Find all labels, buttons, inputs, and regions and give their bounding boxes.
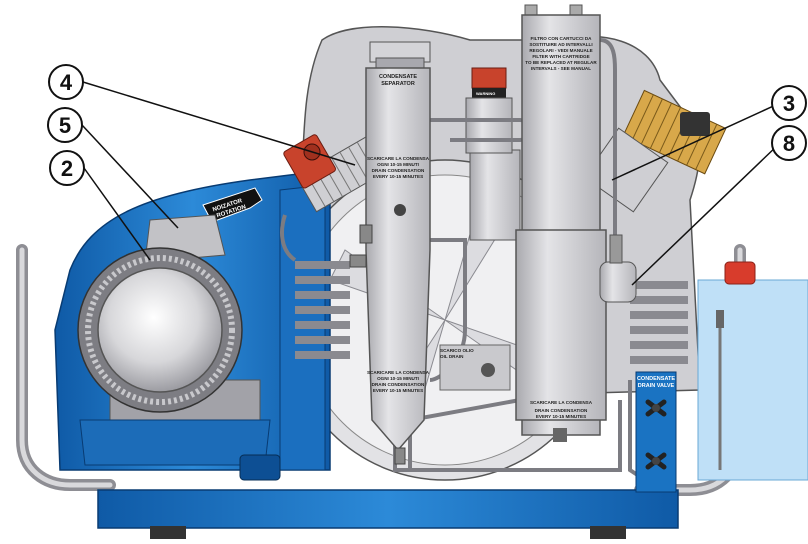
base-rail [97, 489, 679, 539]
condensate-valve-body [599, 234, 637, 303]
callout-2: 2 [49, 150, 85, 186]
drain-valve-knob-lower[interactable] [645, 452, 667, 470]
sep-drain-top-1: SCARICARE LA CONDENSA [367, 156, 430, 161]
sep-drain-bottom-4: EVERY 10-15 MINUTES [373, 388, 423, 393]
filter-text-2: SOSTITUIRE AD INTERVALLI [529, 42, 592, 47]
callout-3-label: 3 [783, 91, 795, 116]
filter-drain-3: EVERY 10-15 MINUTES [536, 414, 586, 419]
callout-3: 3 [771, 85, 807, 121]
filter-drain-2: DRAIN CONDENSATION [535, 408, 588, 413]
drain-valve-panel: CONDENSATE DRAIN VALVE [635, 371, 677, 493]
sep-drain-bottom-3: DRAIN CONDENSATION [372, 382, 425, 387]
water-tank [697, 261, 808, 481]
oil-drain-label-2: OIL DRAIN [440, 354, 464, 359]
oil-drain-plug: SCARICO OLIO OIL DRAIN [439, 344, 511, 391]
drain-valve-label-1: CONDENSATE [637, 376, 675, 382]
separator-label-1: CONDENSATE [379, 74, 417, 80]
sep-drain-top-2: OGNI 10-15 MINUTI [377, 162, 419, 167]
sep-drain-top-4: EVERY 10-15 MINUTES [373, 174, 423, 179]
callout-8: 8 [771, 125, 807, 161]
left-cooling-coil [295, 261, 350, 359]
separator-label-2: SEPARATOR [381, 81, 415, 87]
sep-drain-bottom-2: OGNI 10-15 MINUTI [377, 376, 419, 381]
callout-4-label: 4 [60, 70, 73, 95]
filter-tower: FILTRO CON CARTUCCI DA SOSTITUIRE AD INT… [515, 4, 607, 442]
filter-text-5: TO BE REPLACED AT REGULAR [525, 60, 597, 65]
right-cooling-coil [630, 281, 688, 364]
right-cylinder-head [583, 89, 727, 213]
drain-valve-knob-upper[interactable] [645, 399, 667, 417]
callout-5-label: 5 [59, 113, 71, 138]
motor-base [79, 419, 281, 481]
filter-text-6: INTERVALS - SEE MANUAL [531, 66, 591, 71]
sep-drain-bottom-1: SCARICARE LA CONDENSA [367, 370, 430, 375]
sep-drain-top-3: DRAIN CONDENSATION [372, 168, 425, 173]
callout-8-label: 8 [783, 131, 795, 156]
filter-text-4: FILTER WITH CARTRIDGE [532, 54, 589, 59]
callout-4: 4 [48, 64, 84, 100]
filter-text-3: REGOLARI - VEDI MANUALE [529, 48, 592, 53]
callout-2-label: 2 [61, 156, 73, 181]
oil-drain-label-1: SCARICO OLIO [440, 348, 474, 353]
warning-label: WARNING [476, 91, 495, 96]
callout-leaders [81, 81, 781, 286]
callout-5: 5 [47, 107, 83, 143]
condensate-separator: CONDENSATE SEPARATOR SCARICARE LA CONDEN… [349, 41, 431, 465]
center-cylinder: WARNING [465, 67, 521, 241]
drain-valve-label-2: DRAIN VALVE [638, 383, 675, 389]
filter-text-1: FILTRO CON CARTUCCI DA [531, 36, 593, 41]
filter-drain-1: SCARICARE LA CONDENSA [530, 400, 593, 405]
